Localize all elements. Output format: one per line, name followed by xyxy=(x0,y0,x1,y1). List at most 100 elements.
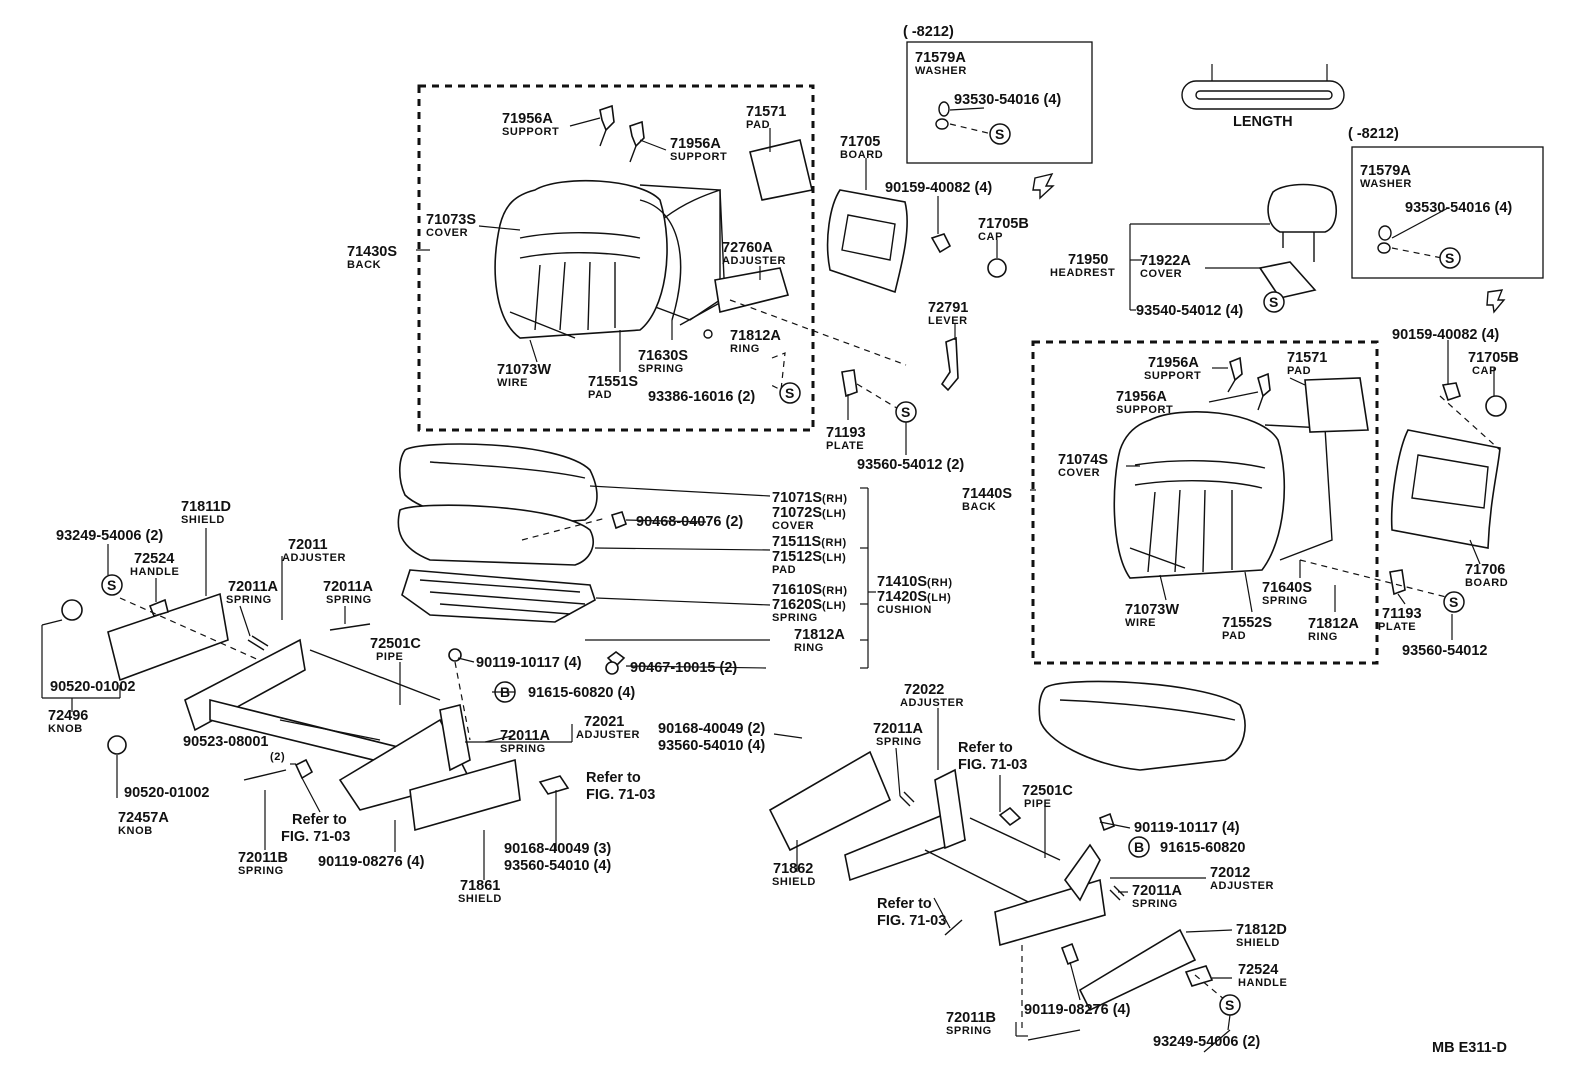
s-badge: S xyxy=(1439,247,1461,269)
leader-lines xyxy=(41,107,1495,1053)
seatback-right-drawing xyxy=(1113,356,1507,599)
svg-text:S: S xyxy=(785,385,794,401)
inset-box-right xyxy=(1351,146,1544,279)
callout: 93530-54016 (4) xyxy=(1405,200,1512,216)
callout: 71410S(RH)71420S(LH)CUSHION xyxy=(877,574,953,616)
callout: 90468-04076 (2) xyxy=(636,514,743,530)
seatback-group-left xyxy=(417,84,815,432)
callout: 93560-54010 (4) xyxy=(658,738,765,754)
s-badge: S xyxy=(101,574,123,596)
seatback-left-drawing xyxy=(494,104,907,411)
callout: 90168-40049 (2) xyxy=(658,721,765,737)
callout: LENGTH xyxy=(1233,114,1293,130)
callout: 90119-10117 (4) xyxy=(1134,820,1240,836)
callout: 90159-40082 (4) xyxy=(1392,327,1499,343)
callout: 71610S(RH)71620S(LH)SPRING xyxy=(772,582,848,624)
leader xyxy=(521,517,607,541)
svg-text:S: S xyxy=(1269,294,1278,310)
svg-text:S: S xyxy=(107,577,116,593)
b-badge: B xyxy=(1128,836,1150,858)
callout: 90119-08276 (4) xyxy=(1024,1002,1131,1018)
length-strap-icon xyxy=(1181,64,1345,110)
callout: 71071S(RH)71072S(LH)COVER xyxy=(772,490,848,532)
svg-text:S: S xyxy=(1449,594,1458,610)
cushion-left-drawing xyxy=(397,443,1246,771)
callout: ( -8212) xyxy=(1348,126,1399,142)
callout: 90520-01002 xyxy=(124,785,209,801)
callout: 93249-54006 (2) xyxy=(1153,1034,1260,1050)
track-right-drawing xyxy=(768,750,1226,1041)
track-left-drawing xyxy=(61,592,619,832)
figure-code: MB E311-D xyxy=(1432,1040,1507,1056)
callout: 93560-54012 (2) xyxy=(857,457,964,473)
s-badge: S xyxy=(989,123,1011,145)
callout: 93249-54006 (2) xyxy=(56,528,163,544)
callout: 90119-08276 (4) xyxy=(318,854,425,870)
svg-text:B: B xyxy=(1134,839,1144,855)
washer-right xyxy=(1377,225,1443,259)
headrest-drawing xyxy=(1258,183,1337,299)
callout: 93560-54010 (4) xyxy=(504,858,611,874)
s-badge: S xyxy=(1443,591,1465,613)
inset-box-left xyxy=(906,41,1093,164)
s-badge: S xyxy=(895,401,917,423)
callout: 93386-16016 (2) xyxy=(648,389,755,405)
callout: 91615-60820 xyxy=(1160,840,1245,856)
s-badge: S xyxy=(779,382,801,404)
s-badge: S xyxy=(1219,994,1241,1016)
callout: 71511S(RH)71512S(LH)PAD xyxy=(772,534,847,576)
svg-text:S: S xyxy=(901,404,910,420)
callout: 90119-10117 (4) xyxy=(476,655,582,671)
svg-text:S: S xyxy=(1445,250,1454,266)
clip-icon xyxy=(610,511,627,530)
s-badge: S xyxy=(1263,291,1285,313)
board-left-drawing xyxy=(826,189,1007,392)
washer-left xyxy=(935,101,993,135)
callout: 93530-54016 (4) xyxy=(954,92,1061,108)
